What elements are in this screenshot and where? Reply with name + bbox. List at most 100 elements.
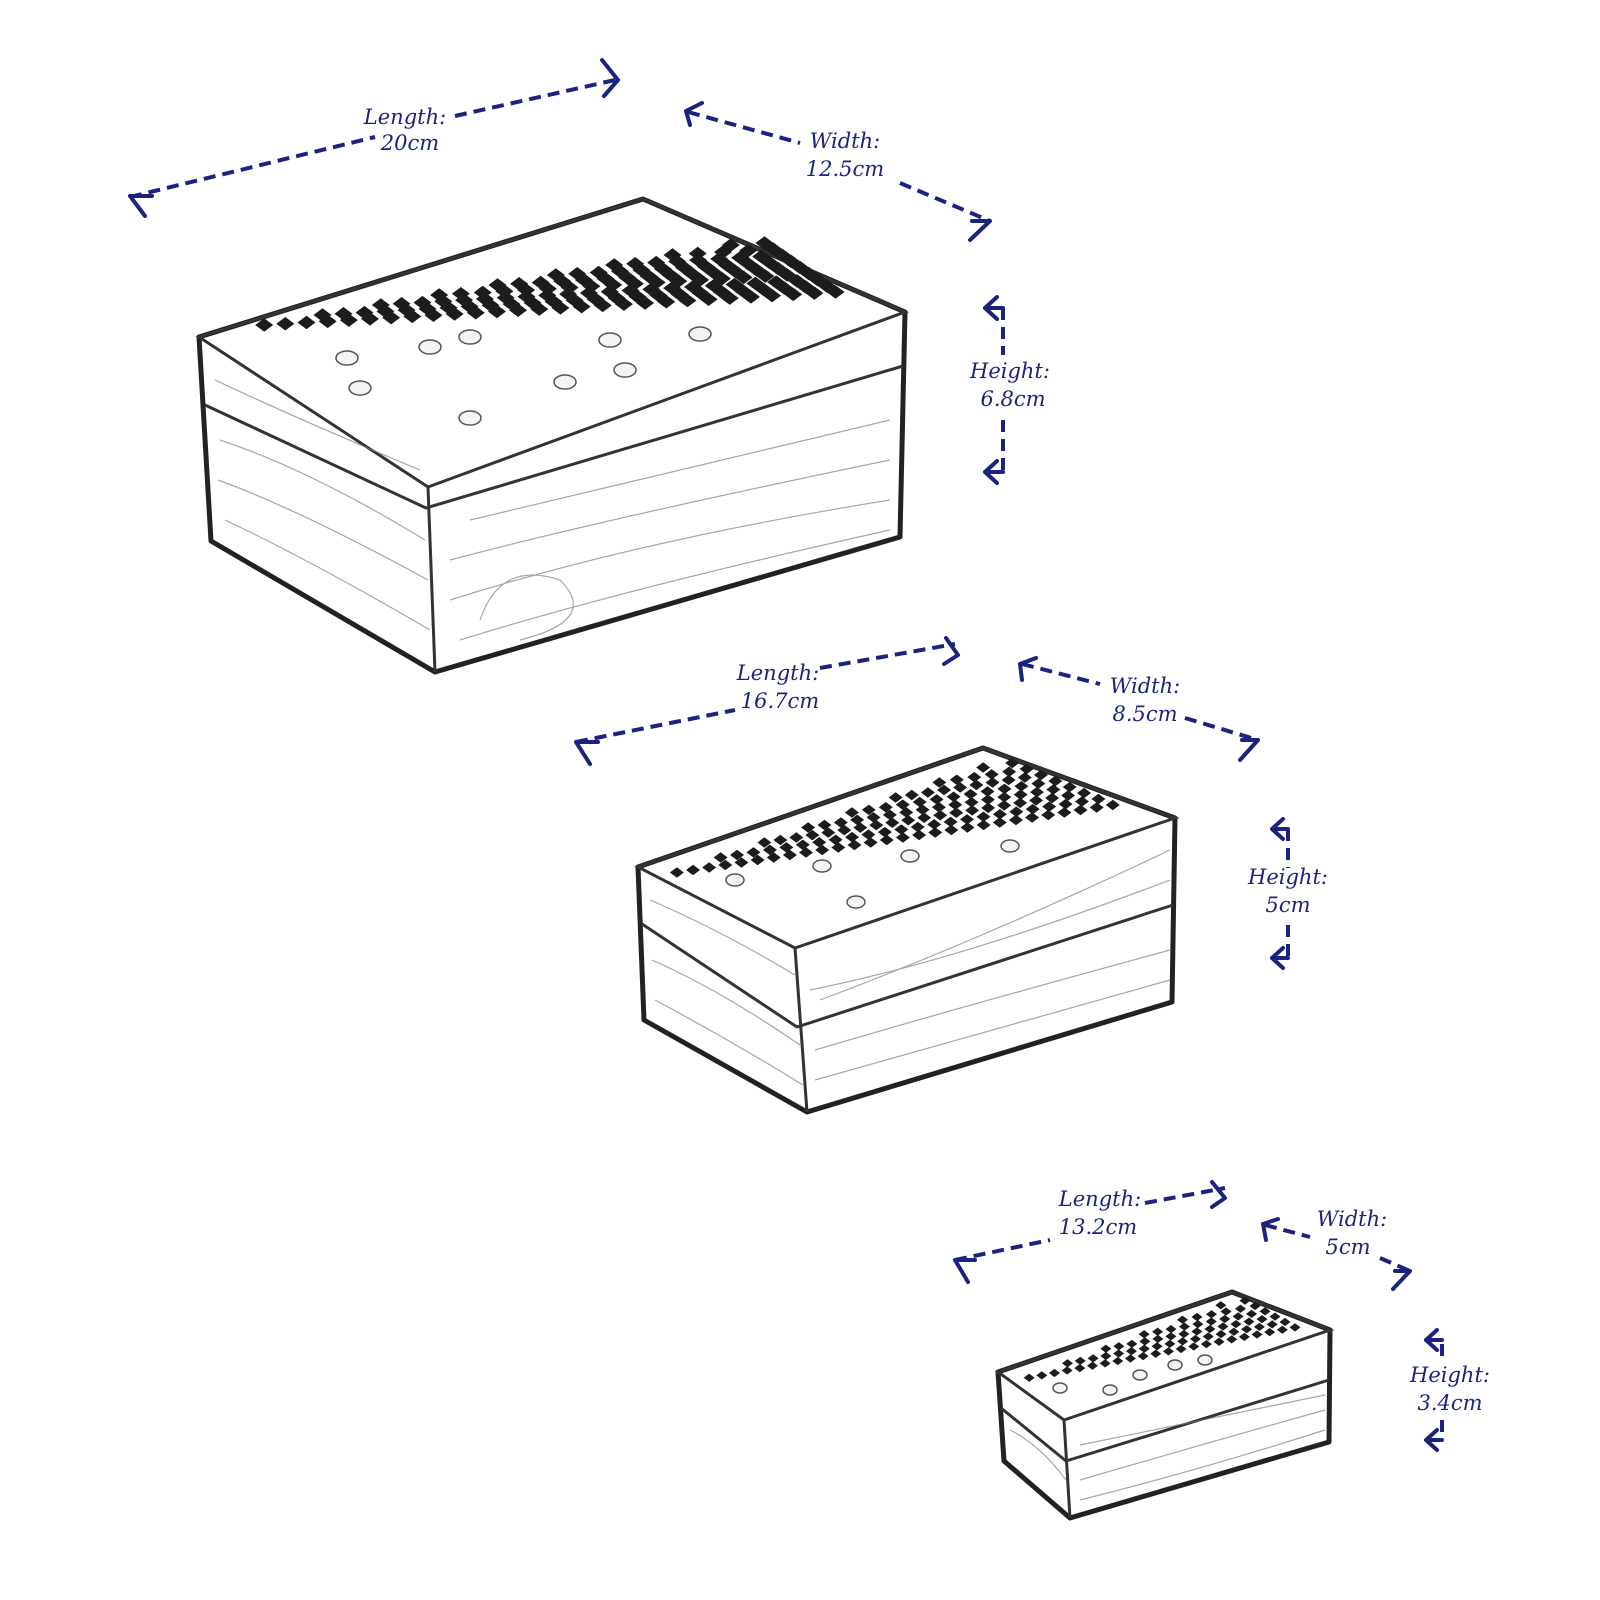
lattice-hole [403, 309, 422, 324]
height-value: 6.8cm [980, 387, 1045, 411]
lattice-hole [933, 810, 948, 821]
lattice-hole [1213, 1337, 1225, 1346]
lattice-hole [1175, 1344, 1187, 1354]
lattice-hole [1191, 1327, 1203, 1336]
length-dimension: Length: 20cm [128, 58, 620, 218]
lattice-hole [1113, 1349, 1125, 1358]
lattice-hole [1189, 1334, 1201, 1344]
lattice-hole [960, 814, 975, 825]
lattice-hole [1152, 1327, 1164, 1336]
lattice-hole [1264, 1328, 1276, 1337]
lattice-hole [1238, 1332, 1250, 1342]
lid-studs [725, 839, 1020, 909]
lattice-hole [1046, 784, 1061, 795]
lattice-hole [1099, 1359, 1111, 1368]
lattice-hole [901, 814, 916, 826]
lattice-hole [1219, 1314, 1231, 1324]
lattice-hole [850, 814, 865, 826]
lattice-hole [318, 314, 337, 329]
lattice-hole [1164, 1339, 1176, 1348]
lattice-hole [720, 291, 739, 305]
length-value: 13.2cm [1059, 1215, 1137, 1239]
lattice-hole [915, 804, 930, 816]
lattice-hole [984, 769, 999, 780]
lattice-hole [1013, 789, 1028, 800]
length-dimension: Length: 16.7cm [574, 636, 960, 766]
lid-studs [1052, 1354, 1213, 1396]
lattice-hole [910, 821, 925, 833]
lattice-hole [821, 827, 836, 838]
lattice-hole [992, 817, 1007, 828]
lattice-hole [445, 307, 464, 321]
lattice-hole [1074, 1356, 1086, 1365]
lattice-hole [937, 784, 952, 796]
lattice-hole [657, 294, 676, 309]
box-small-drawing [994, 1289, 1335, 1521]
lattice-hole [953, 782, 968, 793]
lattice-hole [1025, 803, 1040, 815]
lattice-hole [1005, 757, 1020, 769]
width-dimension: Width: 8.5cm [1018, 656, 1260, 762]
lattice-hole [928, 827, 943, 838]
lattice-hole [904, 789, 919, 801]
lattice-hole [297, 315, 316, 330]
lattice-hole [1033, 769, 1048, 781]
lattice-hole [1232, 1312, 1244, 1321]
lattice-hole [1031, 778, 1046, 789]
lattice-hole [965, 805, 980, 816]
lattice-hole [980, 794, 995, 805]
lattice-hole [757, 837, 772, 848]
lattice-hole [1124, 1354, 1136, 1363]
lattice-hole [1048, 775, 1063, 787]
lattice-hole [845, 831, 860, 843]
lattice-hole [741, 290, 760, 304]
lattice-hole [1206, 1310, 1217, 1319]
lattice-hole [931, 802, 946, 813]
lattice-hole [487, 304, 506, 319]
lattice-hole [1029, 786, 1044, 798]
lattice-hole [917, 812, 932, 823]
lattice-hole [1139, 1337, 1151, 1346]
lattice-hole [964, 796, 979, 808]
lattice-hole [1230, 1319, 1242, 1329]
lattice-hole [861, 804, 876, 816]
lattice-hole [1138, 1330, 1150, 1339]
lattice-hole [997, 783, 1012, 795]
lattice-hole [863, 837, 878, 848]
lattice-hole [669, 867, 684, 878]
lattice-hole [985, 777, 1000, 788]
lattice-hole [981, 802, 996, 814]
lattice-hole [1165, 1325, 1177, 1334]
lattice-hole [1057, 807, 1072, 818]
lattice-hole [815, 844, 830, 856]
lattice-hole [730, 849, 745, 861]
box-large-drawing [195, 196, 910, 675]
lattice-hole [992, 809, 1007, 820]
lattice-hole [1251, 1330, 1263, 1339]
lattice-hole [927, 819, 942, 830]
lattice-hole [530, 302, 549, 316]
height-dimension: Height: 6.8cm [969, 295, 1050, 485]
lattice-hole [1014, 781, 1029, 792]
lattice-hole [1253, 1322, 1265, 1331]
lattice-hole [948, 799, 963, 810]
lattice-hole [844, 807, 859, 818]
lattice-hole [831, 842, 846, 853]
lattice-hole [766, 852, 781, 863]
lattice-hole [1077, 787, 1092, 799]
lattice-hole [593, 298, 612, 313]
box-large: Length: 20cm Width: 12.5cm Height: 6.8cm [128, 58, 1050, 675]
lattice-hole [801, 822, 816, 833]
lattice-hole [963, 788, 978, 800]
lattice-hole [878, 802, 893, 813]
lattice-hole [1215, 1301, 1227, 1310]
width-label: Width: [1317, 1207, 1387, 1231]
lattice-hole [1178, 1329, 1190, 1339]
lattice-hole [1105, 799, 1120, 811]
lattice-hole [1045, 792, 1060, 804]
lattice-hole [466, 306, 485, 320]
lattice-hole [1276, 1325, 1288, 1334]
lattice-hole [636, 296, 655, 310]
lattice-hole [799, 847, 814, 858]
